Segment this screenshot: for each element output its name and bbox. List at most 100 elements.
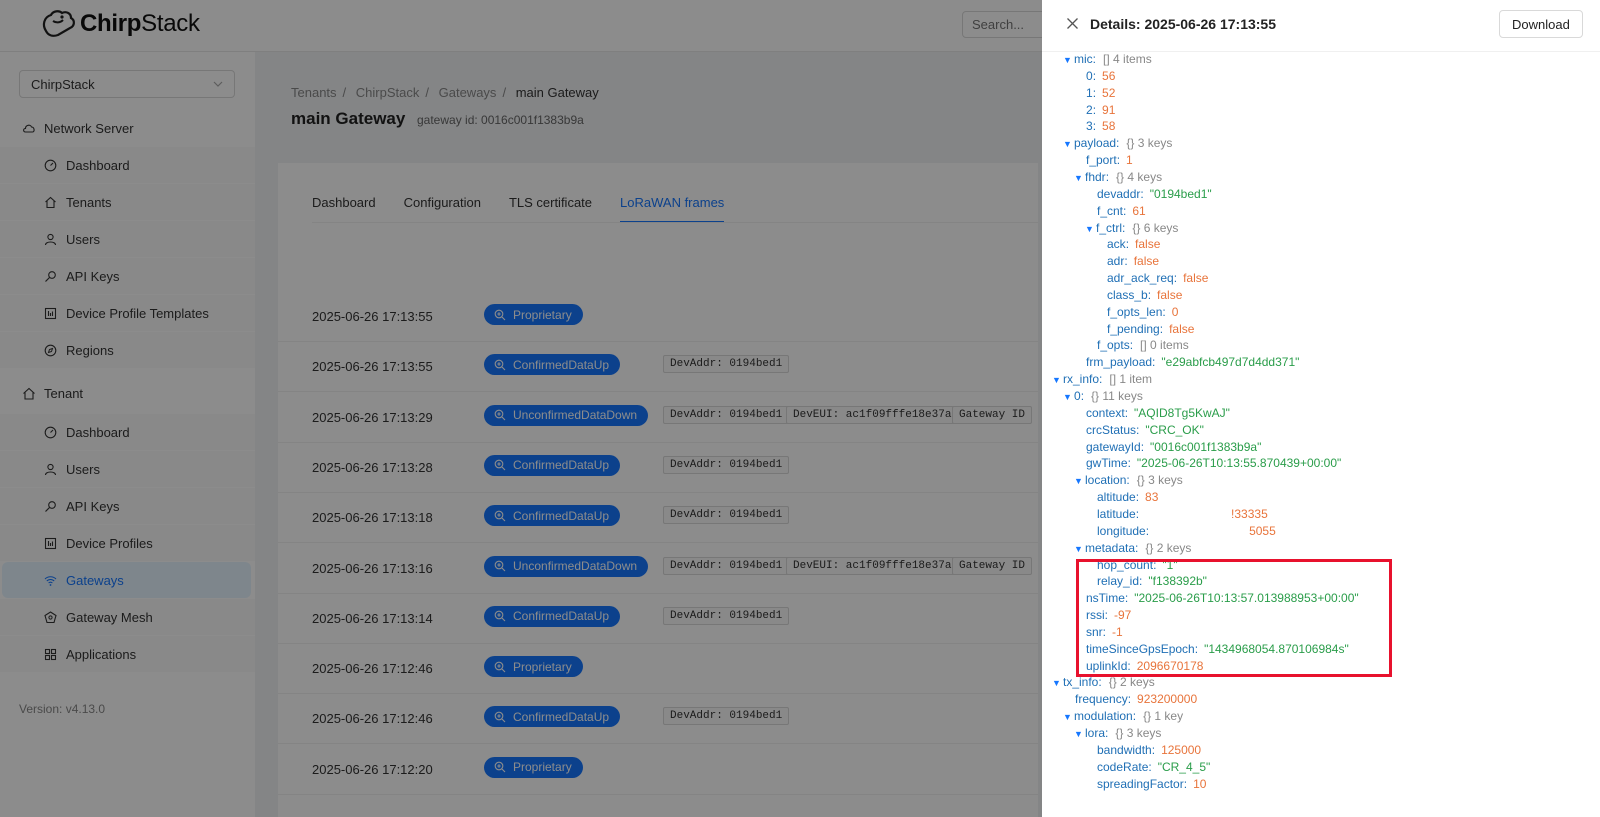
json-key: adr [1107, 254, 1125, 269]
json-node-rx-info[interactable]: ▼rx_info:[] 1 item [1052, 371, 1152, 388]
sidebar-item-label: Gateways [66, 572, 124, 588]
json-key: f_cnt [1097, 203, 1124, 218]
json-node-f-cnt: f_cnt:61 [1097, 203, 1146, 218]
template-icon [44, 307, 66, 320]
json-value: 61 [1132, 203, 1146, 218]
json-key: 2 [1086, 102, 1093, 117]
chirpstack-logo[interactable]: ChirpStack [40, 9, 200, 39]
frame-type-label: ConfirmedDataUp [513, 357, 610, 372]
tab-tls-certificate[interactable]: TLS certificate [508, 195, 593, 210]
json-node-fhdr[interactable]: ▼fhdr:{} 4 keys [1074, 169, 1162, 186]
json-key: frequency [1075, 692, 1128, 707]
frame-info-chip: DevAddr: 0194bed1 [663, 355, 790, 374]
zoom-in-icon [494, 610, 506, 622]
compass-icon [44, 344, 66, 357]
collapse-caret-icon[interactable]: ▼ [1063, 712, 1072, 723]
sidebar-item-tenant-applications[interactable]: Applications [0, 636, 255, 672]
json-value: 1 [1126, 153, 1133, 168]
collapse-caret-icon[interactable]: ▼ [1052, 678, 1061, 689]
breadcrumb-chirpstack[interactable]: ChirpStack [355, 85, 420, 100]
frame-row[interactable]: 2025-06-26 17:12:46 Proprietary [278, 644, 1038, 695]
tenant-select[interactable]: ChirpStack [19, 70, 235, 98]
sidebar-item-tenant-users[interactable]: Users [0, 451, 255, 487]
zoom-in-icon [494, 309, 506, 320]
json-node-index-0[interactable]: ▼0:{} 11 keys [1063, 388, 1143, 405]
collapse-caret-icon[interactable]: ▼ [1085, 223, 1094, 234]
json-node-metadata[interactable]: ▼metadata:{} 2 keys [1074, 540, 1191, 557]
json-node-context: context:"AQID8Tg5KwAJ" [1086, 405, 1230, 420]
download-button[interactable]: Download [1499, 10, 1583, 38]
collapse-caret-icon[interactable]: ▼ [1063, 392, 1072, 402]
json-key: rssi [1086, 608, 1105, 623]
tab-configuration[interactable]: Configuration [403, 195, 481, 210]
collapse-caret-icon[interactable]: ▼ [1074, 729, 1083, 739]
sidebar-item-ns-tenants[interactable]: Tenants [0, 184, 255, 220]
frame-type-tag[interactable]: ConfirmedDataUp [484, 454, 621, 476]
json-meta: {} 3 keys [1136, 473, 1183, 488]
json-node-f-ctrl[interactable]: ▼f_ctrl:{} 6 keys [1085, 220, 1178, 237]
sidebar-item-label: Tenants [66, 194, 112, 210]
collapse-caret-icon[interactable]: ▼ [1074, 476, 1083, 487]
frame-info-chip: DevAddr: 0194bed1 [663, 556, 790, 575]
collapse-caret-icon[interactable]: ▼ [1074, 172, 1083, 183]
drawer-backdrop[interactable] [0, 0, 1042, 817]
breadcrumb-tenants[interactable]: Tenants [291, 85, 337, 100]
sidebar-item-tenant-api-keys[interactable]: API Keys [0, 488, 255, 524]
sidebar-item-tenant-device-profiles[interactable]: Device Profiles [0, 525, 255, 561]
json-value: "0016c001f1383b9a" [1150, 439, 1262, 454]
collapse-caret-icon[interactable]: ▼ [1052, 375, 1061, 386]
frame-type-tag[interactable]: Proprietary [484, 756, 583, 778]
collapse-caret-icon[interactable]: ▼ [1063, 55, 1072, 65]
json-node-modulation[interactable]: ▼modulation:{} 1 key [1063, 708, 1183, 725]
sidebar-item-ns-regions[interactable]: Regions [0, 332, 255, 368]
frame-type-tag[interactable]: ConfirmedDataUp [484, 605, 621, 627]
frame-type-tag[interactable]: ConfirmedDataUp [484, 706, 621, 728]
tenant-select-value: ChirpStack [31, 76, 95, 92]
frame-type-tag[interactable]: UnconfirmedDataDown [484, 404, 649, 426]
collapse-caret-icon[interactable]: ▼ [1063, 139, 1072, 150]
json-node-relay-id: relay_id:"f138392b" [1097, 574, 1207, 589]
json-node-mic[interactable]: ▼mic:[] 4 items [1063, 51, 1152, 68]
frame-type-tag[interactable]: ConfirmedDataUp [484, 354, 621, 376]
sidebar-item-tenant-dashboard[interactable]: Dashboard [0, 414, 255, 450]
frame-type-tag[interactable]: ConfirmedDataUp [484, 505, 621, 527]
frame-type-label: Proprietary [513, 307, 572, 322]
json-node-location[interactable]: ▼location:{} 3 keys [1074, 472, 1183, 489]
sidebar-section-network-server[interactable]: Network Server [22, 116, 134, 140]
json-value: "2025-06-26T10:13:57.013988953+00:00" [1134, 591, 1359, 606]
sidebar-item-ns-users[interactable]: Users [0, 221, 255, 257]
json-key: 3 [1086, 119, 1093, 134]
collapse-caret-icon[interactable]: ▼ [1074, 543, 1083, 554]
frame-type-tag[interactable]: Proprietary [484, 304, 583, 325]
tab-dashboard[interactable]: Dashboard [312, 195, 376, 210]
json-key: nsTime [1086, 591, 1125, 606]
sidebar-item-ns-dashboard[interactable]: Dashboard [0, 147, 255, 183]
json-node-lora[interactable]: ▼lora:{} 3 keys [1074, 725, 1161, 742]
json-node-frm-payload: frm_payload:"e29abfcb497d7d4dd371" [1086, 355, 1300, 370]
json-key: mic [1074, 52, 1093, 66]
sidebar-item-tenant-gateway-mesh[interactable]: Gateway Mesh [0, 599, 255, 635]
breadcrumb-current: main Gateway [515, 85, 599, 100]
json-meta: {} 1 key [1143, 709, 1184, 724]
frame-type-tag[interactable]: UnconfirmedDataDown [484, 555, 649, 577]
sidebar-item-ns-api-keys[interactable]: API Keys [0, 258, 255, 294]
frame-timestamp: 2025-06-26 17:12:46 [312, 661, 433, 677]
sidebar-section-tenant[interactable]: Tenant [22, 381, 83, 405]
json-node-tx-info[interactable]: ▼tx_info:{} 2 keys [1052, 674, 1155, 691]
json-key: rx_info [1063, 372, 1100, 387]
json-node-payload[interactable]: ▼payload:{} 3 keys [1063, 135, 1172, 152]
sidebar-item-ns-device-profile-templates[interactable]: Device Profile Templates [0, 295, 255, 331]
breadcrumb-gateways[interactable]: Gateways [438, 85, 497, 100]
sidebar-item-tenant-gateways[interactable]: Gateways [2, 562, 251, 598]
frame-type-tag[interactable]: Proprietary [484, 656, 583, 678]
close-icon[interactable] [1066, 17, 1079, 30]
